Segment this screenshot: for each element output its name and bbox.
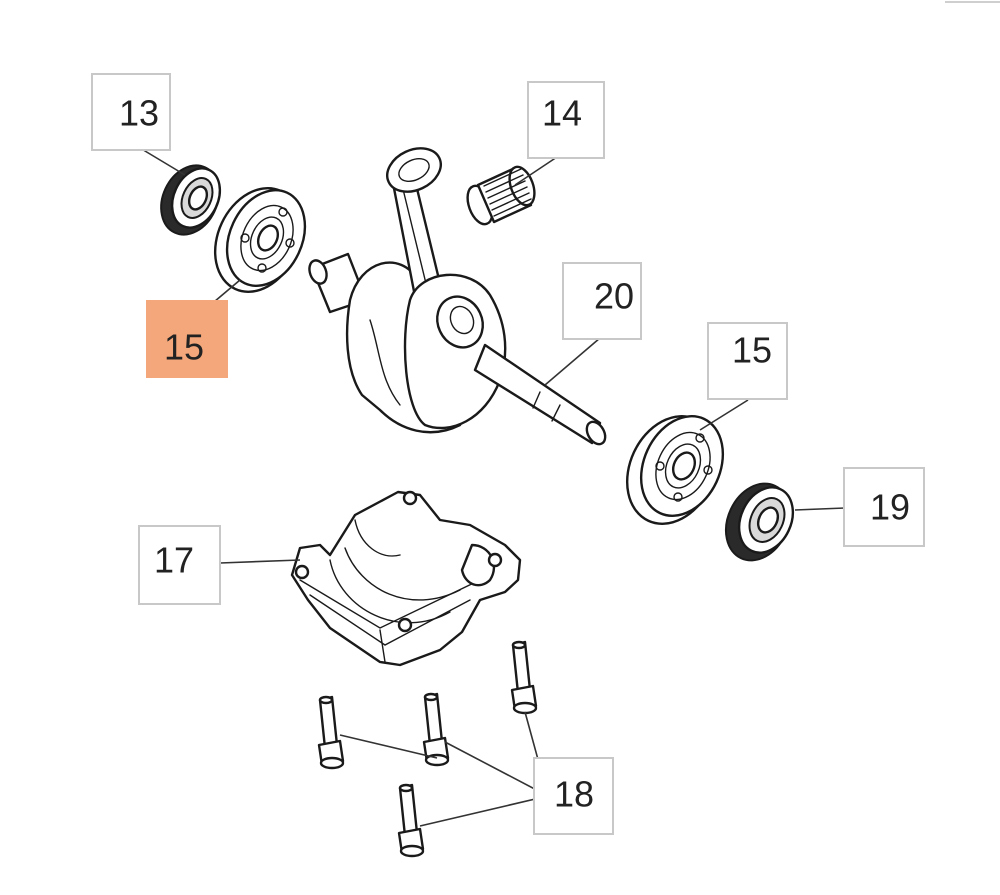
part-18-screw-2[interactable] xyxy=(422,692,450,767)
callout-14[interactable]: 14 xyxy=(527,81,605,159)
svg-text:17: 17 xyxy=(154,540,194,581)
callout-15-left-highlighted[interactable]: 15 xyxy=(146,300,228,378)
part-18-screw-4[interactable] xyxy=(397,783,425,858)
leader-20 xyxy=(544,337,601,386)
callout-15-right[interactable]: 15 xyxy=(707,322,788,400)
leader-18-b xyxy=(444,741,549,797)
leader-14 xyxy=(514,154,561,186)
svg-text:19: 19 xyxy=(870,487,910,528)
leader-15-right xyxy=(699,399,749,431)
callout-13[interactable]: 13 xyxy=(91,73,171,151)
leader-13 xyxy=(139,147,186,176)
svg-text:13: 13 xyxy=(119,93,159,134)
part-15-bearing-right[interactable] xyxy=(610,401,738,538)
callout-18[interactable]: 18 xyxy=(533,757,614,835)
leader-17 xyxy=(219,559,301,564)
callout-20[interactable]: 20 xyxy=(562,262,642,340)
leader-19 xyxy=(794,507,846,511)
part-15-bearing-left[interactable] xyxy=(199,174,320,306)
leader-18-c xyxy=(419,795,549,827)
svg-text:14: 14 xyxy=(542,93,582,134)
leader-18-d xyxy=(339,734,438,759)
part-18-screw-3[interactable] xyxy=(317,695,345,770)
callout-19[interactable]: 19 xyxy=(843,467,925,547)
svg-text:15: 15 xyxy=(732,330,772,371)
part-20-crankshaft[interactable] xyxy=(306,140,609,447)
part-13-oil-seal[interactable] xyxy=(150,156,229,244)
callout-17[interactable]: 17 xyxy=(138,525,221,605)
svg-text:20: 20 xyxy=(594,276,634,317)
part-17-crankcase[interactable] xyxy=(290,490,522,667)
part-19-oil-seal[interactable] xyxy=(714,473,803,571)
part-18-screw-1[interactable] xyxy=(510,640,538,715)
svg-text:15: 15 xyxy=(164,327,204,368)
part-14-needle-bearing[interactable] xyxy=(463,163,539,227)
svg-text:18: 18 xyxy=(554,774,594,815)
